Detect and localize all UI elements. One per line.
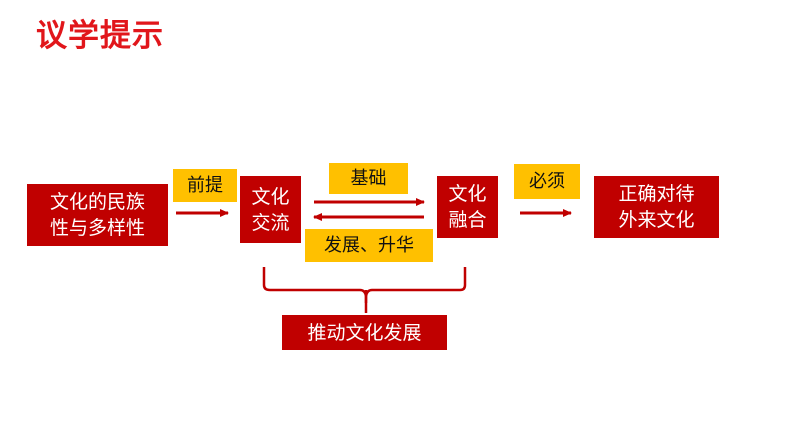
box-diversity: 文化的民族 性与多样性 [27, 184, 168, 246]
box-fusion: 文化 融合 [437, 176, 498, 238]
label-premise: 前提 [173, 169, 237, 202]
label-basis: 基础 [329, 163, 408, 194]
brace-connector [262, 267, 467, 313]
box-promote-development: 推动文化发展 [282, 315, 447, 350]
box-exchange: 文化 交流 [240, 176, 301, 243]
label-must: 必须 [514, 164, 580, 199]
box-correct-attitude: 正确对待 外来文化 [594, 176, 719, 238]
page-title: 议学提示 [36, 18, 164, 54]
label-development: 发展、升华 [305, 229, 433, 262]
